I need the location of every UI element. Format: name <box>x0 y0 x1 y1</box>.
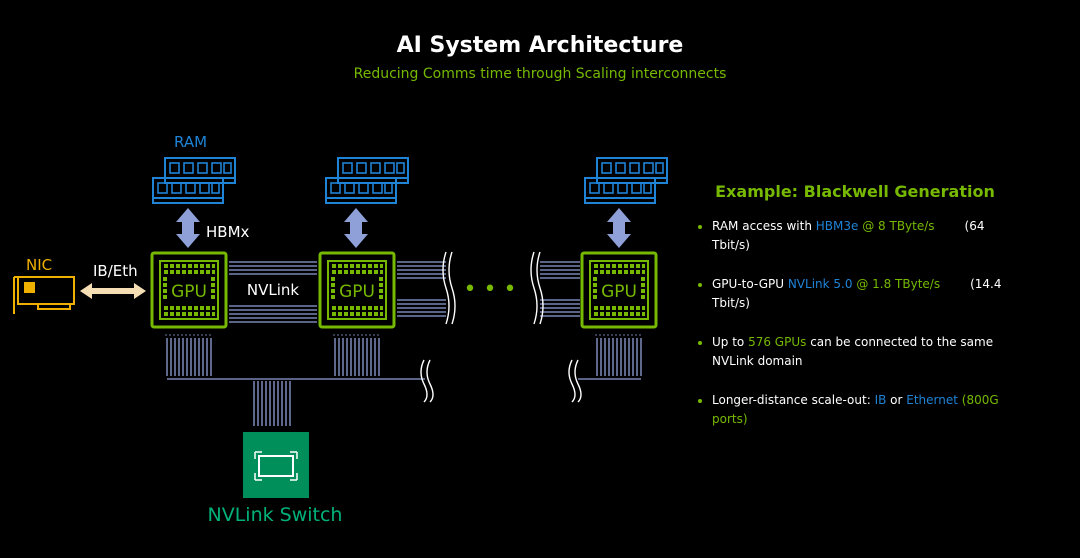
bullet-text: or <box>886 393 907 407</box>
nvlink-switch-label: NVLink Switch <box>208 504 343 526</box>
ram-icon-2 <box>326 158 408 203</box>
highlight-ethernet: Ethernet <box>906 393 958 407</box>
highlight-rate: @ 8 TByte/s <box>858 219 935 233</box>
ram-icon-1 <box>153 158 235 203</box>
nvlink-label: NVLink <box>247 281 300 299</box>
switch-bus-3 <box>594 334 644 377</box>
bullet-text: GPU-to-GPU <box>712 277 788 291</box>
ib-eth-arrow <box>80 283 146 299</box>
gpu-label-3: GPU <box>601 282 637 302</box>
bullet-scale-out: Longer-distance scale-out: IB or Etherne… <box>690 391 1020 429</box>
page-subtitle: Reducing Comms time through Scaling inte… <box>353 66 727 82</box>
highlight-gpu-count: 576 GPUs <box>748 335 807 349</box>
switch-bus-1 <box>164 334 214 377</box>
blackwell-panel: Example: Blackwell Generation RAM access… <box>690 182 1020 449</box>
bullet-text: RAM access with <box>712 219 816 233</box>
switch-bus-2 <box>332 334 382 377</box>
hbm-label: HBMx <box>206 223 250 241</box>
highlight-rate: @ 1.8 TByte/s <box>852 277 941 291</box>
hbm-arrow-1 <box>176 208 200 248</box>
highlight-hbm3e: HBM3e <box>815 219 859 233</box>
switch-uplink <box>253 381 291 426</box>
bullet-text: Longer-distance scale-out: <box>712 393 875 407</box>
switch-trunk <box>167 359 641 403</box>
bullet-list: RAM access with HBM3e @ 8 TByte/s(64 Tbi… <box>690 217 1020 429</box>
gpu-label-1: GPU <box>171 282 207 302</box>
bullet-gpu-count: Up to 576 GPUs can be connected to the s… <box>690 333 1020 371</box>
hbm-arrow-2 <box>344 208 368 248</box>
bullet-text: Up to <box>712 335 749 349</box>
ellipsis-dots: • • • <box>464 277 517 302</box>
ram-label: RAM <box>174 133 207 151</box>
bullet-gpu-to-gpu: GPU-to-GPU NVLink 5.0 @ 1.8 TByte/s(14.4… <box>690 275 1020 313</box>
nvlink-switch-icon <box>243 432 309 498</box>
nic-label: NIC <box>26 256 52 274</box>
nvlink-bus-2 <box>397 251 456 325</box>
hbm-arrow-3 <box>607 208 631 248</box>
bullet-text: can be connected to the same NVLink doma… <box>712 335 994 368</box>
highlight-ports: (800G ports) <box>712 393 999 426</box>
page-title: AI System Architecture <box>396 33 684 58</box>
highlight-nvlink: NVLink 5.0 <box>787 277 853 291</box>
ram-icon-3 <box>585 158 667 203</box>
nvlink-bus-3 <box>530 251 580 325</box>
panel-heading: Example: Blackwell Generation <box>715 182 995 201</box>
bullet-note: (64 Tbit/s) <box>712 219 985 252</box>
ib-eth-label: IB/Eth <box>93 262 138 280</box>
gpu-label-2: GPU <box>339 282 375 302</box>
highlight-ib: IB <box>874 393 887 407</box>
bullet-ram-access: RAM access with HBM3e @ 8 TByte/s(64 Tbi… <box>690 217 1020 255</box>
bullet-note: (14.4 Tbit/s) <box>712 277 1002 310</box>
nic-card-icon <box>13 276 75 314</box>
